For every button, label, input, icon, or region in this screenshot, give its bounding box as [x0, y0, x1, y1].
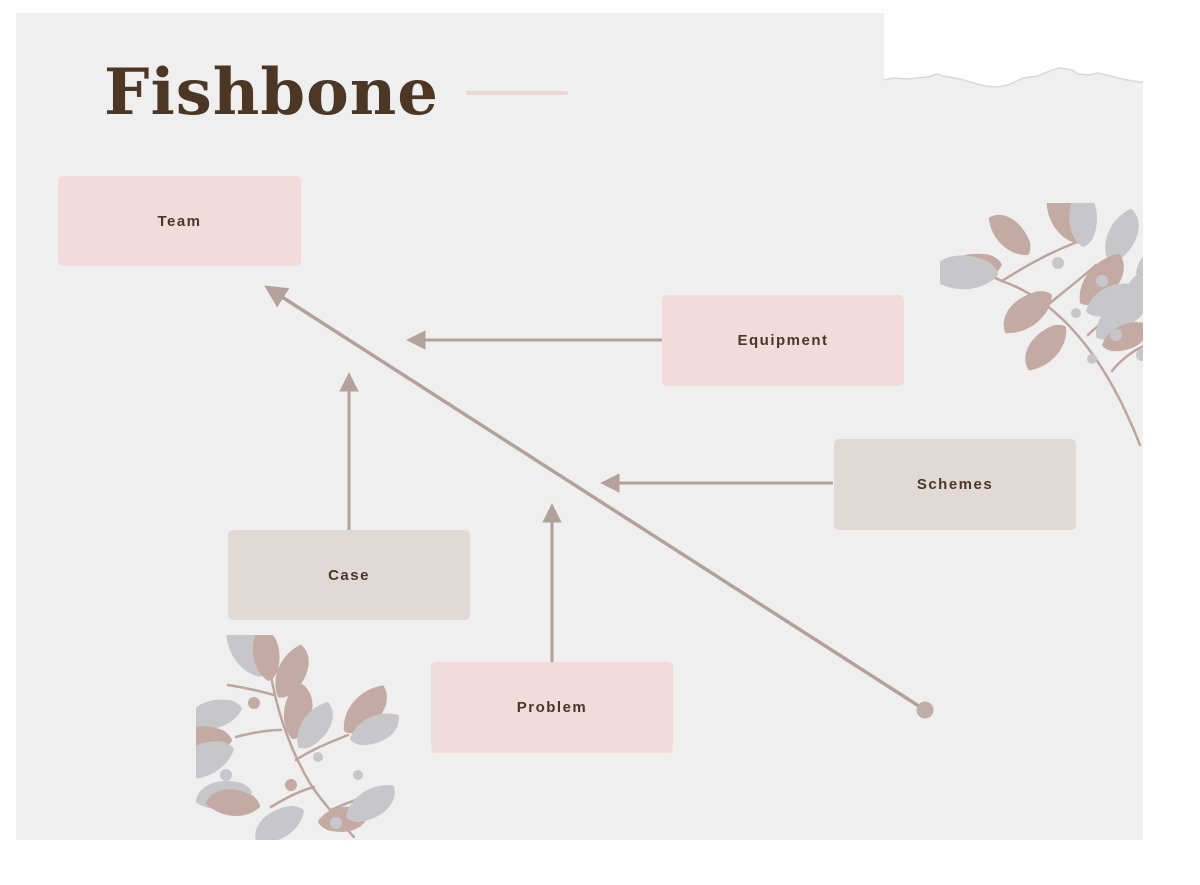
- node-case-label: Case: [328, 566, 370, 584]
- node-problem[interactable]: Problem: [431, 662, 673, 753]
- leaf-branch-bottom-left-icon: [196, 635, 401, 840]
- leaf-branch-top-right-icon: [940, 203, 1143, 447]
- node-team-label: Team: [157, 212, 202, 230]
- node-problem-label: Problem: [516, 699, 588, 716]
- title-underline-decoration: [466, 91, 568, 95]
- node-schemes[interactable]: Schemes: [834, 439, 1076, 530]
- node-schemes-label: Schemes: [916, 476, 994, 493]
- page-title: Fishbone: [104, 55, 439, 130]
- design-canvas: Team Equipment Schemes Case Problem Fish…: [16, 13, 1143, 840]
- node-case[interactable]: Case: [228, 530, 470, 620]
- node-equipment-label: Equipment: [737, 332, 829, 349]
- node-equipment[interactable]: Equipment: [662, 295, 904, 386]
- spine-tail-dot: [916, 701, 934, 719]
- node-team[interactable]: Team: [58, 176, 301, 266]
